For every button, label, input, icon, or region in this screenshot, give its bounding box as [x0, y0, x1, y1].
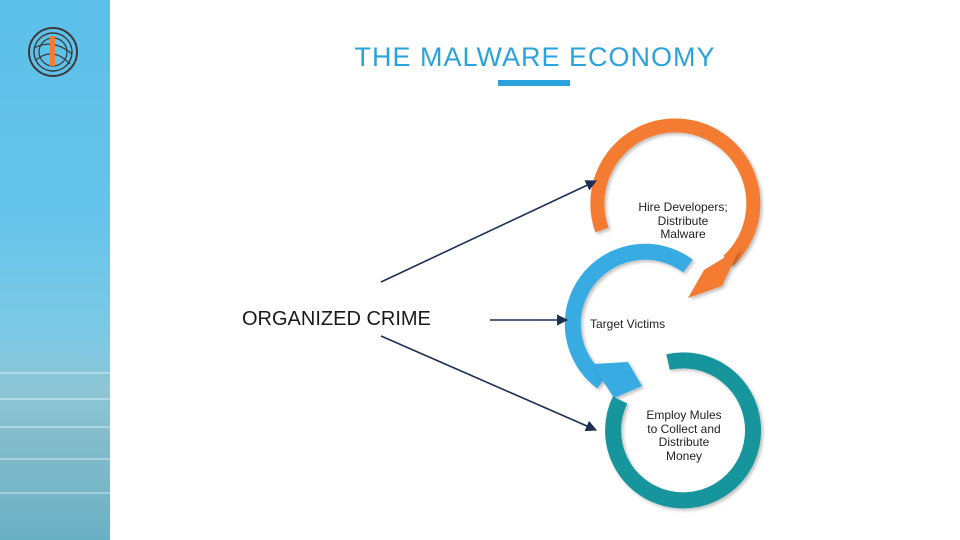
node-label-hire: Hire Developers; Distribute Malware: [638, 200, 728, 241]
cycle-arc-target: [564, 243, 693, 389]
sea-wave: [0, 426, 110, 428]
circular-emblem-icon: [28, 27, 78, 77]
cycle-arc-hire: [590, 118, 761, 267]
title-underline: [498, 80, 570, 86]
sea-wave: [0, 398, 110, 400]
decorative-sidebar: [0, 0, 110, 540]
cycle-arrowhead-target: [592, 362, 642, 398]
sea-wave: [0, 458, 110, 460]
arrow-to-employ: [380, 335, 598, 432]
slide-title: THE MALWARE ECONOMY: [354, 42, 716, 72]
arrow-to-hire: [380, 180, 598, 283]
organized-crime-label: ORGANIZED CRIME: [242, 308, 431, 330]
cycle-arc-employ: [605, 352, 762, 509]
sea-wave: [0, 492, 110, 494]
node-label-employ: Employ Mules to Collect and Distribute M…: [646, 408, 722, 463]
cycle-arrowhead-hire: [688, 248, 740, 298]
sea-wave: [0, 372, 110, 374]
node-label-target: Target Victims: [590, 317, 666, 331]
